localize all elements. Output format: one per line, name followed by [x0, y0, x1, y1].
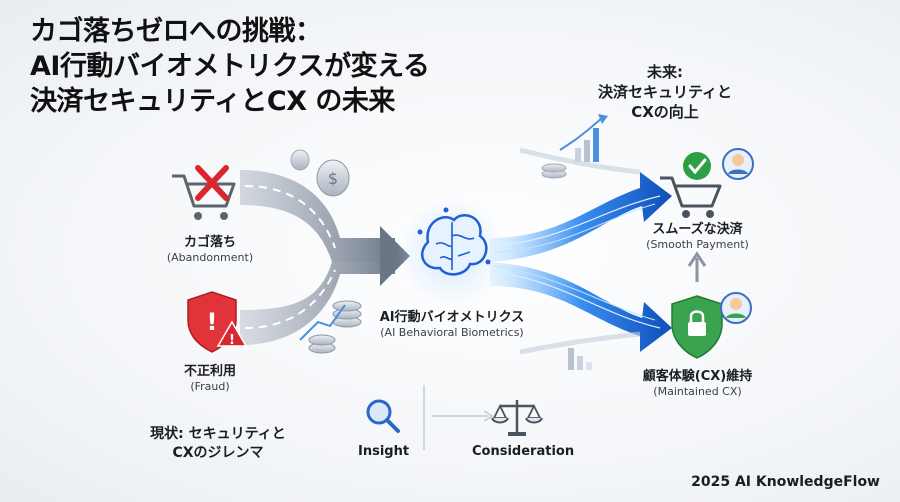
abandonment-label-en: (Abandonment) — [166, 251, 254, 264]
up-arrow-icon — [687, 251, 707, 282]
current-status-line-1: 現状: セキュリティと — [150, 426, 286, 442]
coin-stack-icon: $ — [290, 149, 362, 354]
smooth-payment-label: スムーズな決済 (Smooth Payment) — [630, 218, 765, 251]
fraud-label-en: (Fraud) — [190, 380, 230, 393]
maintained-cx-label: 顧客体験(CX)維持 (Maintained CX) — [625, 365, 770, 398]
future-heading-line-3: CXの向上 — [631, 103, 699, 121]
abandonment-label-jp: カゴ落ち — [183, 235, 236, 250]
page-title: カゴ落ちゼロへの挑戦： AI行動バイオメトリクスが変える 決済セキュリティとCX… — [30, 14, 430, 119]
fraud-label-jp: 不正利用 — [183, 364, 236, 379]
title-line-2: AI行動バイオメトリクスが変える — [30, 51, 430, 82]
fraud-shield-icon: ! ! — [187, 291, 248, 353]
title-line-3: 決済セキュリティとCX の未来 — [30, 86, 395, 117]
svg-text:$: $ — [328, 169, 338, 188]
fraud-label: 不正利用 (Fraud) — [150, 360, 270, 393]
maintained-cx-label-en: (Maintained CX) — [653, 385, 742, 398]
future-heading-line-1: 未来: — [647, 63, 683, 81]
future-heading-line-2: 決済セキュリティと — [597, 83, 733, 101]
success-cart-icon — [660, 152, 722, 218]
smooth-payment-label-en: (Smooth Payment) — [646, 238, 749, 251]
merge-arrow-icon — [380, 226, 410, 286]
insight-to-consideration-arrow-icon — [423, 385, 494, 450]
current-status-heading: 現状: セキュリティと CXのジレンマ — [118, 425, 318, 463]
footer-credit: 2025 AI KnowledgeFlow — [691, 474, 880, 490]
arrow-to-smooth-payment — [490, 172, 672, 262]
magnifier-icon — [366, 399, 400, 433]
arrow-to-maintained-cx — [490, 262, 672, 352]
ai-biometrics-label-jp: AI行動バイオメトリクス — [379, 310, 525, 325]
ai-brain-icon — [397, 197, 507, 307]
abandoned-cart-icon — [172, 165, 236, 220]
smooth-payment-label-jp: スムーズな決済 — [652, 222, 743, 237]
secure-shield-icon — [671, 295, 723, 359]
svg-text:!: ! — [229, 333, 235, 348]
road-from-abandonment — [240, 170, 395, 262]
happy-customer-avatar-top — [722, 148, 754, 180]
ai-biometrics-label-en: (AI Behavioral Biometrics) — [380, 326, 524, 339]
svg-text:!: ! — [207, 308, 218, 336]
insight-label: Insight — [358, 444, 410, 459]
road-from-fraud — [240, 262, 395, 345]
consideration-label: Consideration — [472, 444, 575, 459]
happy-customer-avatar-bottom — [720, 292, 752, 324]
maintained-cx-label-jp: 顧客体験(CX)維持 — [642, 369, 753, 384]
title-line-1: カゴ落ちゼロへの挑戦： — [30, 16, 322, 47]
ai-biometrics-label: AI行動バイオメトリクス (AI Behavioral Biometrics) — [372, 306, 532, 339]
decline-chart-icon — [519, 331, 641, 370]
current-status-line-2: CXのジレンマ — [172, 445, 264, 461]
future-heading: 未来: 決済セキュリティと CXの向上 — [590, 62, 740, 122]
scale-icon — [491, 400, 543, 436]
growth-chart-icon — [519, 114, 641, 179]
abandonment-label: カゴ落ち (Abandonment) — [150, 231, 270, 264]
